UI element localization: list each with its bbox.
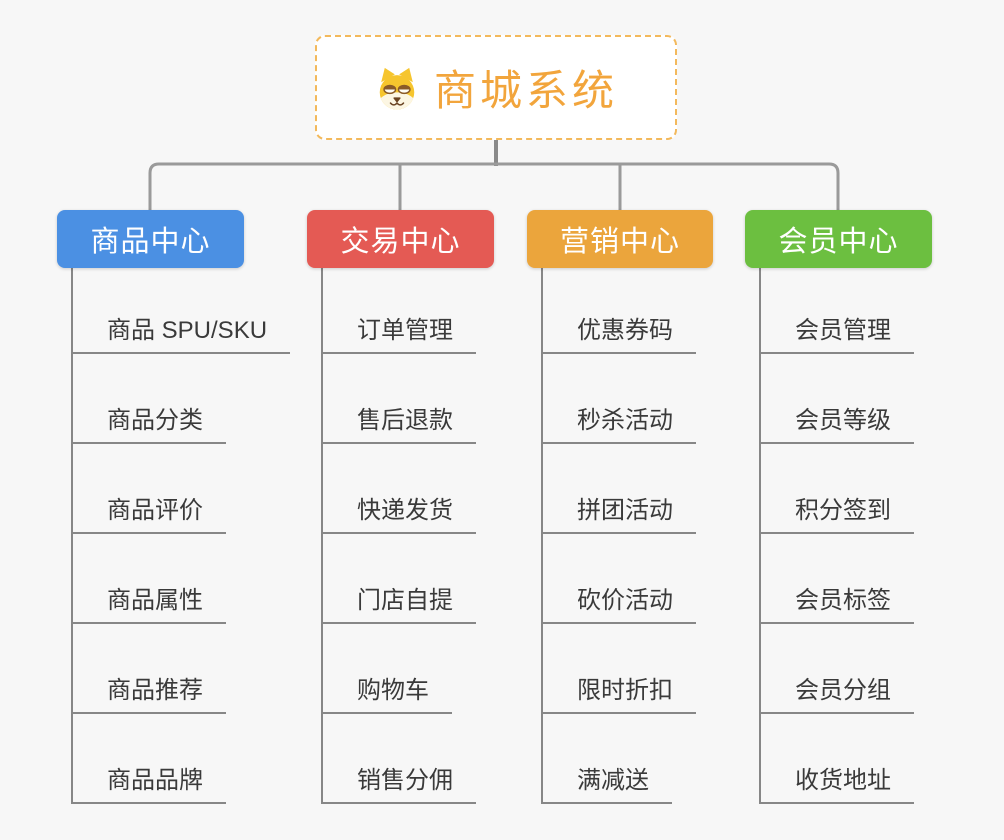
- leaf-node[interactable]: 商品推荐: [73, 624, 290, 714]
- leaf-node[interactable]: 订单管理: [323, 264, 476, 354]
- leaf-node[interactable]: 会员管理: [761, 264, 914, 354]
- branch-list-marketing-center: 优惠券码 秒杀活动 拼团活动 砍价活动 限时折扣 满减送: [541, 264, 696, 804]
- leaf-node[interactable]: 会员分组: [761, 624, 914, 714]
- branch-list-trade-center: 订单管理 售后退款 快递发货 门店自提 购物车 销售分佣: [321, 264, 476, 804]
- leaf-node[interactable]: 收货地址: [761, 714, 914, 804]
- leaf-node[interactable]: 门店自提: [323, 534, 476, 624]
- branch-box-trade-center[interactable]: 交易中心: [307, 210, 494, 268]
- leaf-node[interactable]: 拼团活动: [543, 444, 696, 534]
- leaf-node[interactable]: 商品评价: [73, 444, 290, 534]
- leaf-node[interactable]: 满减送: [543, 714, 696, 804]
- leaf-node[interactable]: 商品分类: [73, 354, 290, 444]
- root-node[interactable]: 商城系统: [315, 35, 677, 140]
- leaf-node[interactable]: 优惠券码: [543, 264, 696, 354]
- leaf-node[interactable]: 会员等级: [761, 354, 914, 444]
- leaf-node[interactable]: 秒杀活动: [543, 354, 696, 444]
- leaf-node[interactable]: 商品 SPU/SKU: [73, 264, 291, 354]
- leaf-node[interactable]: 限时折扣: [543, 624, 696, 714]
- leaf-node[interactable]: 售后退款: [323, 354, 476, 444]
- leaf-node[interactable]: 砍价活动: [543, 534, 696, 624]
- root-title: 商城系统: [433, 67, 618, 114]
- branch-box-product-center[interactable]: 商品中心: [57, 210, 244, 268]
- leaf-node[interactable]: 商品属性: [73, 534, 290, 624]
- shiba-dog-icon: [379, 67, 415, 110]
- branch-box-member-center[interactable]: 会员中心: [745, 210, 932, 268]
- leaf-node[interactable]: 商品品牌: [73, 714, 290, 804]
- leaf-node[interactable]: 购物车: [323, 624, 476, 714]
- leaf-node[interactable]: 会员标签: [761, 534, 914, 624]
- leaf-node[interactable]: 销售分佣: [323, 714, 476, 804]
- branch-list-member-center: 会员管理 会员等级 积分签到 会员标签 会员分组 收货地址: [759, 264, 914, 804]
- leaf-node[interactable]: 积分签到: [761, 444, 914, 534]
- branch-box-marketing-center[interactable]: 营销中心: [527, 210, 713, 268]
- leaf-node[interactable]: 快递发货: [323, 444, 476, 534]
- branch-list-product-center: 商品 SPU/SKU 商品分类 商品评价 商品属性 商品推荐 商品品牌: [71, 264, 291, 804]
